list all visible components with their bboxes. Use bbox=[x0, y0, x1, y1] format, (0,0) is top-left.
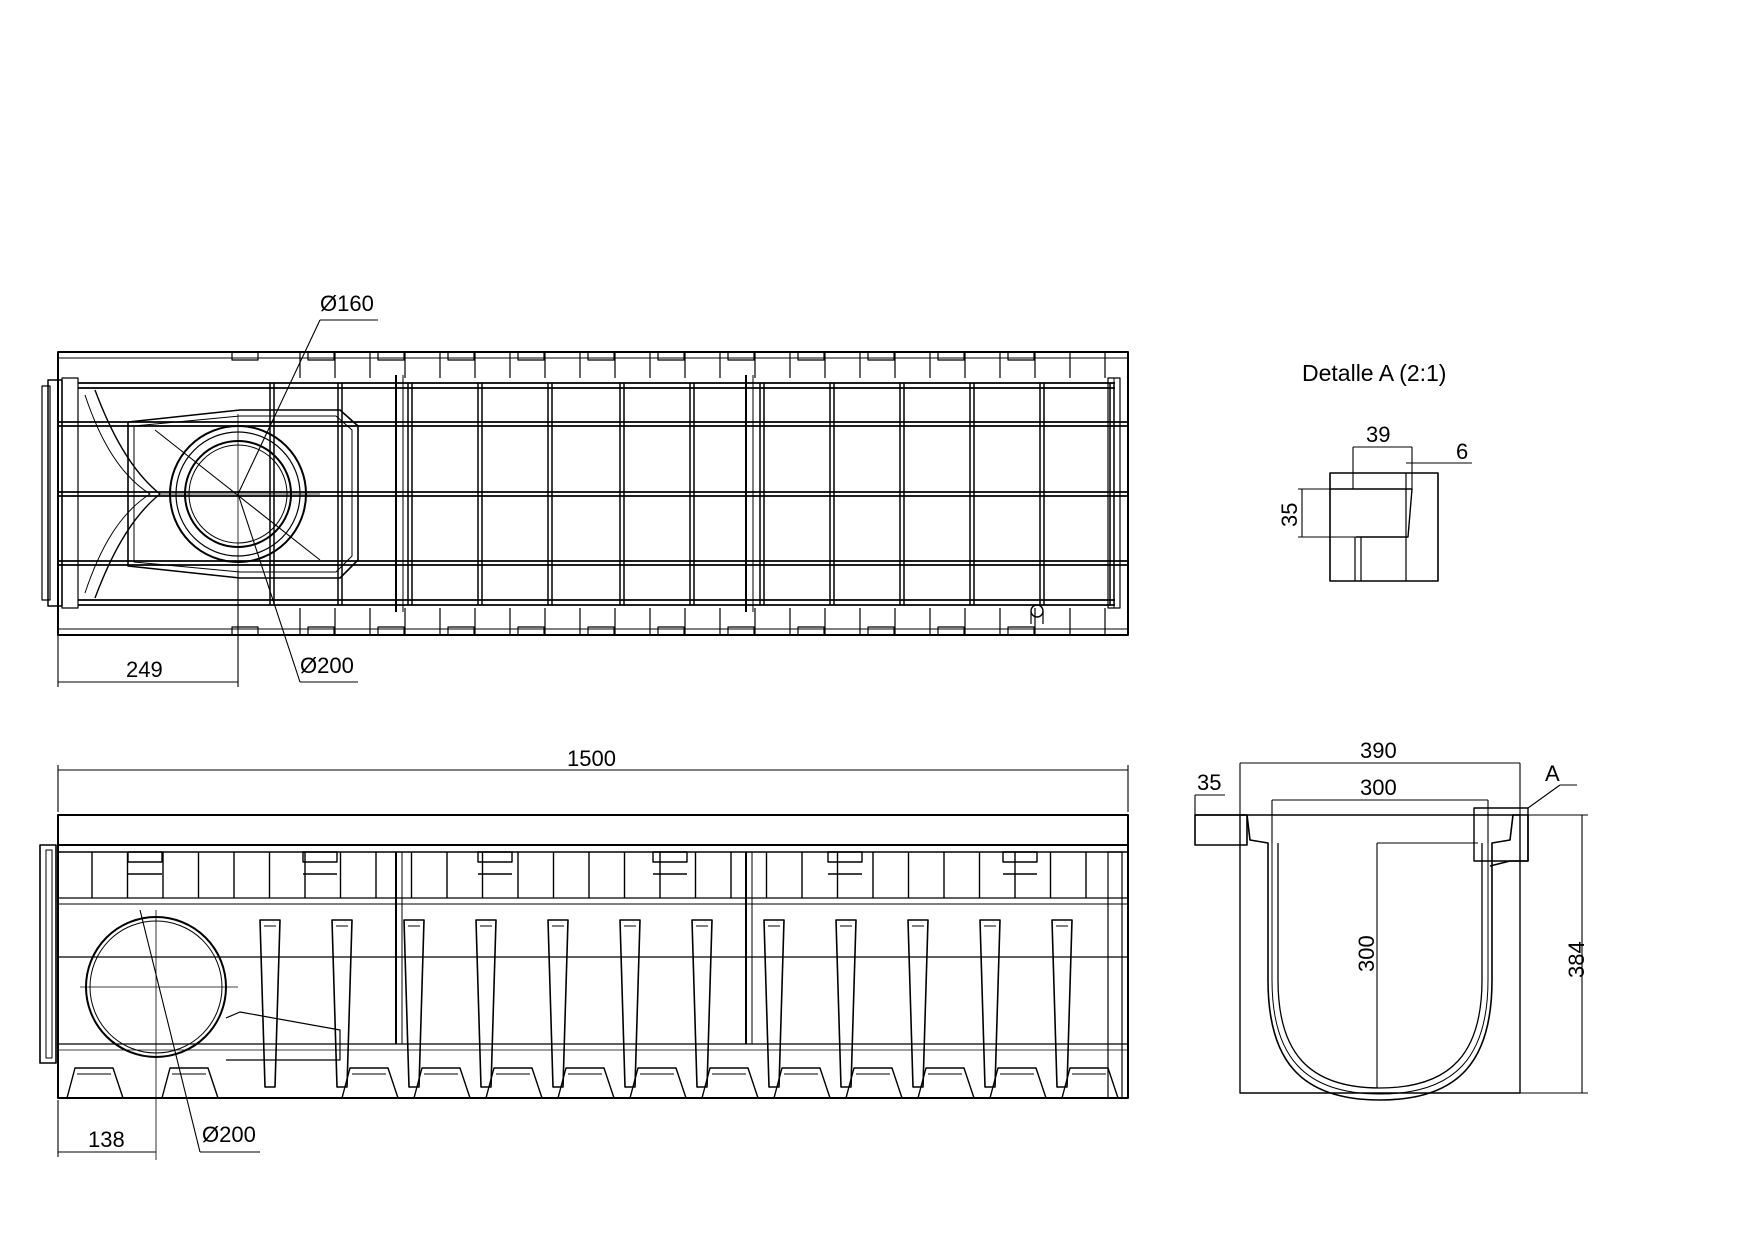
top-pipe-outer-diameter-label: Ø200 bbox=[300, 653, 354, 678]
side-outlet-offset-label: 138 bbox=[88, 1127, 125, 1152]
section-outer-width-label: 390 bbox=[1360, 738, 1397, 763]
detail-height-label: 35 bbox=[1277, 503, 1302, 527]
side-view bbox=[39, 814, 1129, 1160]
detail-width-label: 39 bbox=[1366, 422, 1390, 447]
detail-a-view bbox=[1329, 472, 1439, 582]
detail-gap-label: 6 bbox=[1456, 439, 1468, 464]
section-inner-width-label: 300 bbox=[1360, 775, 1397, 800]
top-pipe-inner-diameter-label: Ø160 bbox=[320, 291, 374, 316]
detail-callout-label: A bbox=[1545, 761, 1560, 786]
side-pipe-diameter-label: Ø200 bbox=[202, 1122, 256, 1147]
cross-section bbox=[1194, 807, 1529, 1101]
section-flange-label: 35 bbox=[1197, 770, 1221, 795]
side-length-label: 1500 bbox=[567, 746, 616, 771]
section-depth-label: 300 bbox=[1354, 935, 1379, 972]
top-view bbox=[41, 351, 1129, 636]
top-outlet-offset-label: 249 bbox=[126, 657, 163, 682]
section-height-label: 384 bbox=[1564, 941, 1589, 978]
detail-title: Detalle A (2:1) bbox=[1302, 360, 1446, 386]
